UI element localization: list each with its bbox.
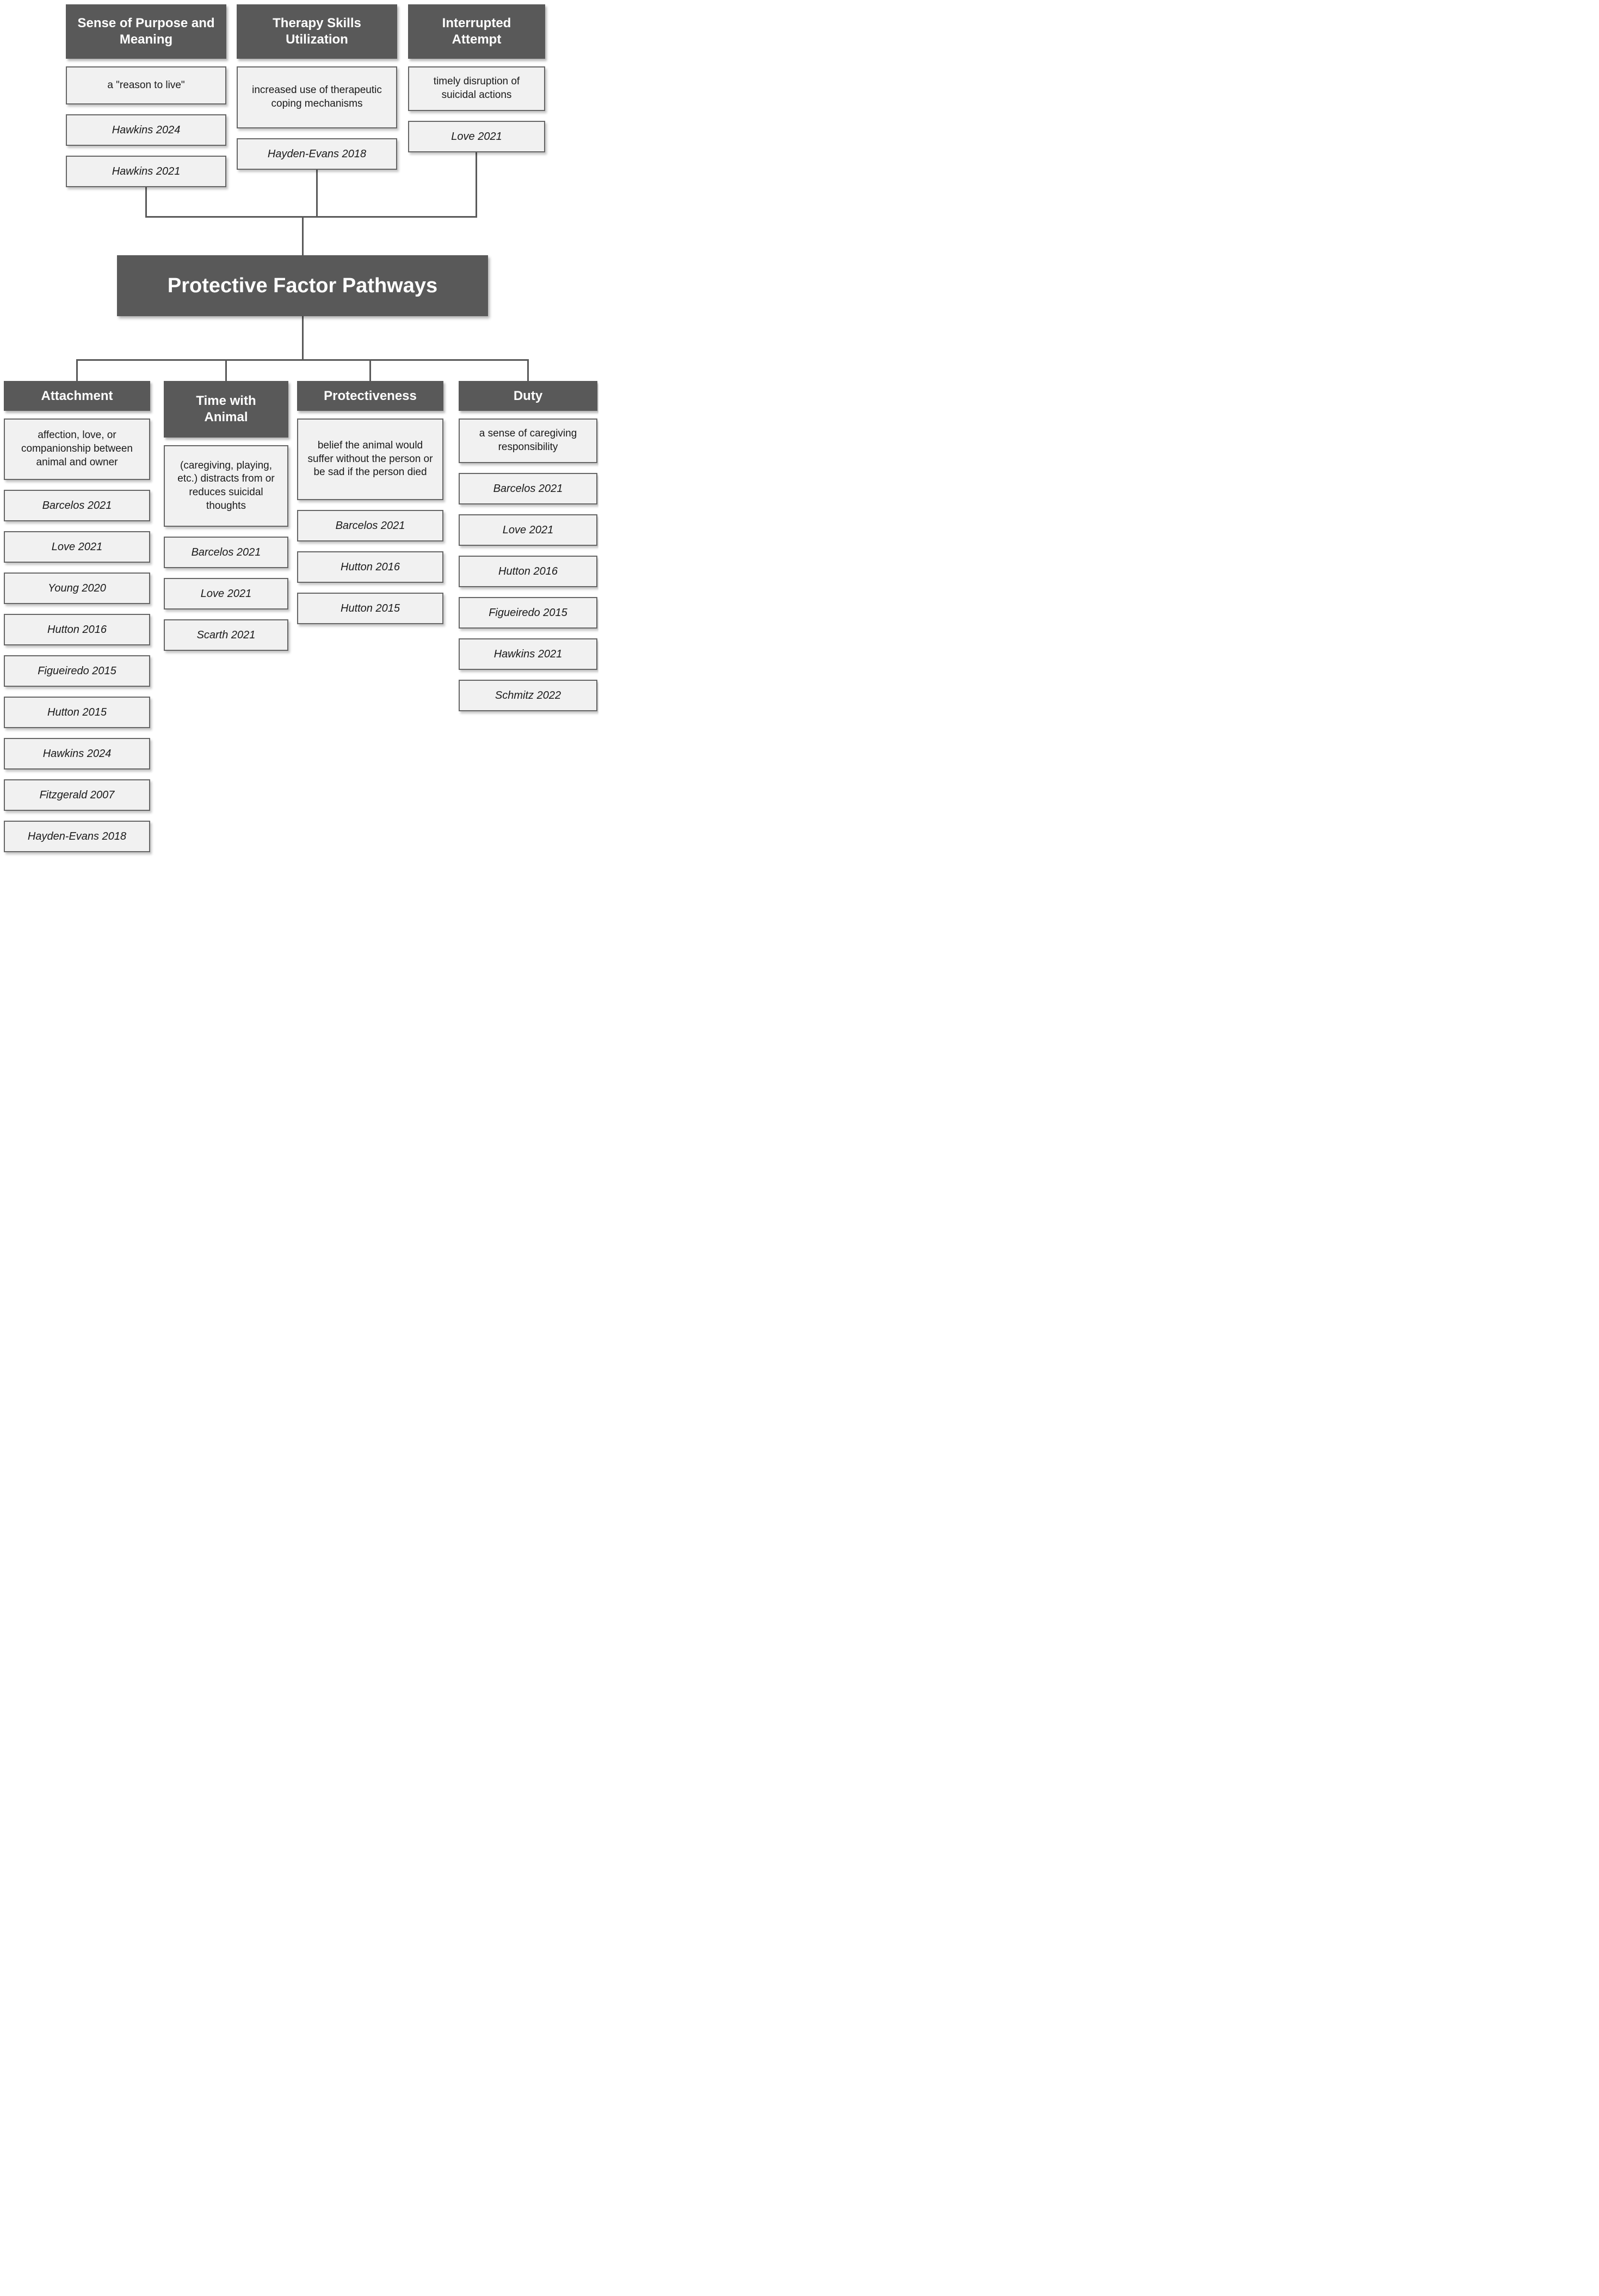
citation-box: Hutton 2016 [297,551,443,583]
citation-box: Fitzgerald 2007 [4,779,150,811]
connector-therapy-down [316,170,318,216]
citation-box: Figueiredo 2015 [4,655,150,687]
description-box: a sense of caregiving responsibility [459,418,597,463]
citation-text: Love 2021 [502,524,554,536]
description-box: (caregiving, playing, etc.) distracts fr… [164,445,288,527]
citation-text: Schmitz 2022 [495,689,561,701]
citation-text: Barcelos 2021 [191,546,261,558]
group-header: Attachment [4,381,150,411]
connector-time-drop [225,359,227,381]
citation-text: Scarth 2021 [196,629,256,641]
description-box: belief the animal would suffer without t… [297,418,443,500]
citation-text: Hawkins 2024 [112,124,181,136]
citation-box: Hutton 2015 [4,697,150,728]
diagram-canvas: Protective Factor Pathways Sense of Purp… [0,0,598,860]
connector-central-down [302,316,304,359]
description-box: a "reason to live" [66,66,226,104]
group-header: Therapy Skills Utilization [237,4,397,59]
citation-box: Schmitz 2022 [459,680,597,711]
connector-attachment-drop [76,359,78,381]
citation-box: Barcelos 2021 [4,490,150,521]
citation-text: Hutton 2015 [47,706,107,718]
group-attachment: Attachment affection, love, or companion… [4,381,150,860]
citation-box: Hawkins 2024 [4,738,150,770]
citation-box: Hayden-Evans 2018 [237,138,397,170]
citation-box: Hawkins 2021 [459,638,597,670]
connector-purpose-down [145,187,147,216]
citation-box: Scarth 2021 [164,619,288,651]
group-header: Interrupted Attempt [408,4,545,59]
group-header: Sense of Purpose and Meaning [66,4,226,59]
connector-central-up [302,216,304,255]
citation-text: Love 2021 [451,130,502,143]
group-sense-of-purpose: Sense of Purpose and Meaning a "reason t… [66,4,226,197]
group-protectiveness: Protectiveness belief the animal would s… [297,381,443,634]
citation-text: Fitzgerald 2007 [39,789,115,801]
citation-text: Figueiredo 2015 [489,606,567,619]
citation-text: Love 2021 [200,587,252,600]
citation-text: Love 2021 [51,540,103,553]
connector-interrupted-down [476,152,477,216]
citation-box: Hawkins 2021 [66,156,226,187]
citation-box: Barcelos 2021 [297,510,443,541]
citation-box: Love 2021 [459,514,597,546]
citation-text: Hutton 2015 [341,602,400,614]
citation-text: Hawkins 2021 [112,165,181,177]
connector-bottom-horizontal [76,359,529,361]
citation-box: Hutton 2016 [4,614,150,645]
group-header: Duty [459,381,597,411]
description-box: timely disruption of suicidal actions [408,66,545,111]
citation-text: Hutton 2016 [498,565,558,577]
citation-text: Barcelos 2021 [493,482,563,495]
citation-text: Figueiredo 2015 [38,664,116,677]
citation-list: Love 2021 [408,121,545,162]
citation-text: Hawkins 2021 [493,648,563,660]
group-time-with-animal: Time with Animal (caregiving, playing, e… [164,381,288,661]
citation-text: Barcelos 2021 [335,519,405,532]
citation-text: Hayden-Evans 2018 [267,147,367,160]
citation-box: Hayden-Evans 2018 [4,821,150,852]
citation-text: Hutton 2016 [341,561,400,573]
description-box: increased use of therapeutic coping mech… [237,66,397,128]
connector-top-horizontal [145,216,477,218]
citation-text: Young 2020 [48,582,106,594]
group-interrupted-attempt: Interrupted Attempt timely disruption of… [408,4,545,162]
citation-box: Love 2021 [4,531,150,563]
citation-box: Figueiredo 2015 [459,597,597,629]
citation-box: Love 2021 [164,578,288,610]
citation-text: Hawkins 2024 [42,747,112,760]
citation-text: Barcelos 2021 [42,499,112,512]
citation-text: Hayden-Evans 2018 [27,830,127,842]
citation-box: Hutton 2016 [459,556,597,587]
citation-box: Barcelos 2021 [459,473,597,504]
connector-duty-drop [527,359,529,381]
citation-list: Hayden-Evans 2018 [237,138,397,180]
citation-box: Hutton 2015 [297,593,443,624]
citation-box: Young 2020 [4,573,150,604]
citation-box: Love 2021 [408,121,545,152]
central-node-title: Protective Factor Pathways [117,255,488,316]
citation-box: Barcelos 2021 [164,537,288,568]
group-therapy-skills: Therapy Skills Utilization increased use… [237,4,397,180]
description-box: affection, love, or companionship betwee… [4,418,150,480]
connector-protectiveness-drop [369,359,371,381]
group-header: Protectiveness [297,381,443,411]
citation-box: Hawkins 2024 [66,114,226,146]
group-header: Time with Animal [164,381,288,438]
citation-text: Hutton 2016 [47,623,107,636]
group-duty: Duty a sense of caregiving responsibilit… [459,381,597,721]
